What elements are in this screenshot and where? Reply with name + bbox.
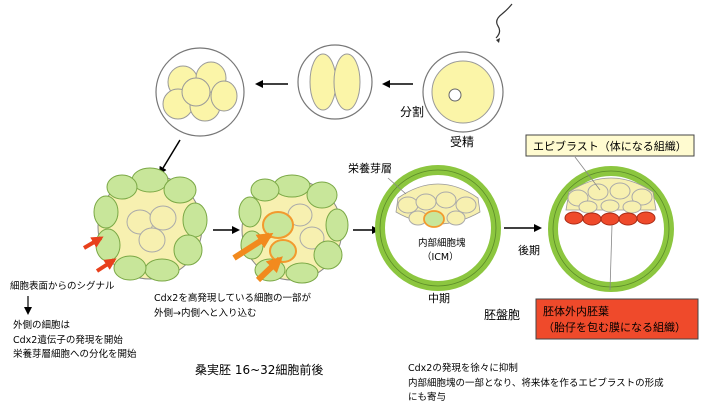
trophoblast-pointer	[387, 177, 407, 195]
outer-cells-label-3: 栄養芽層細胞への分化を開始	[13, 348, 137, 360]
extraembryonic-label-2: （胎仔を包む膜になる組織）	[543, 320, 686, 334]
icm-name-label: 内部細胞塊	[418, 237, 466, 249]
morula-label: 桑実胚 16~32細胞前後	[195, 362, 323, 377]
arrow-8cell-to-morula	[158, 139, 181, 175]
signal-arrow-1	[82, 236, 104, 250]
cdx2-arrow-1	[232, 232, 274, 261]
fertilization-label: 受精	[450, 135, 474, 149]
blastocyst-late	[548, 166, 674, 292]
cdx2-suppress-label-1: Cdx2の発現を徐々に抑制	[408, 362, 518, 374]
epiblast-box	[525, 134, 695, 157]
blastocyst-label: 胚盤胞	[484, 308, 520, 322]
outer-cells-label-2: Cdx2遺伝子の発現を開始	[13, 334, 123, 346]
trophoblast-label: 栄養芽層	[348, 161, 392, 175]
fertilized-egg	[422, 3, 513, 133]
cdx2-suppress-label-3: にも寄与	[408, 391, 446, 403]
cleavage-label: 分割	[400, 104, 424, 119]
outer-cells-label-1: 外側の細胞は	[13, 319, 71, 331]
signal-arrow-2	[95, 258, 117, 273]
icm-abbr-label: （ICM）	[422, 251, 459, 263]
late-stage-label: 後期	[518, 243, 540, 257]
extraembryonic-pointer	[609, 224, 613, 291]
surface-signal-label: 細胞表面からのシグナル	[10, 280, 115, 292]
blastocyst-mid	[375, 165, 501, 291]
eight-cell-embryo	[155, 47, 245, 137]
extraembryonic-label-1: 胚体外内胚葉	[543, 304, 609, 318]
cdx2-suppress-label-2: 内部細胞塊の一部となり、将来体を作るエピブラストの形成	[408, 377, 664, 389]
morula-early	[93, 167, 208, 282]
extraembryonic-box	[535, 298, 699, 340]
cdx2-move-label-2: 外側→内側へと入り込む	[154, 307, 257, 319]
two-cell-embryo	[297, 44, 373, 120]
cdx2-move-label-1: Cdx2を高発現している細胞の一部が	[154, 292, 312, 304]
mid-stage-label: 中期	[428, 292, 450, 305]
cdx2-arrow-2	[255, 256, 283, 283]
epiblast-pointer	[574, 156, 601, 191]
epiblast-label: エピブラスト（体になる組織）	[533, 139, 687, 153]
morula-cdx2	[238, 174, 349, 284]
